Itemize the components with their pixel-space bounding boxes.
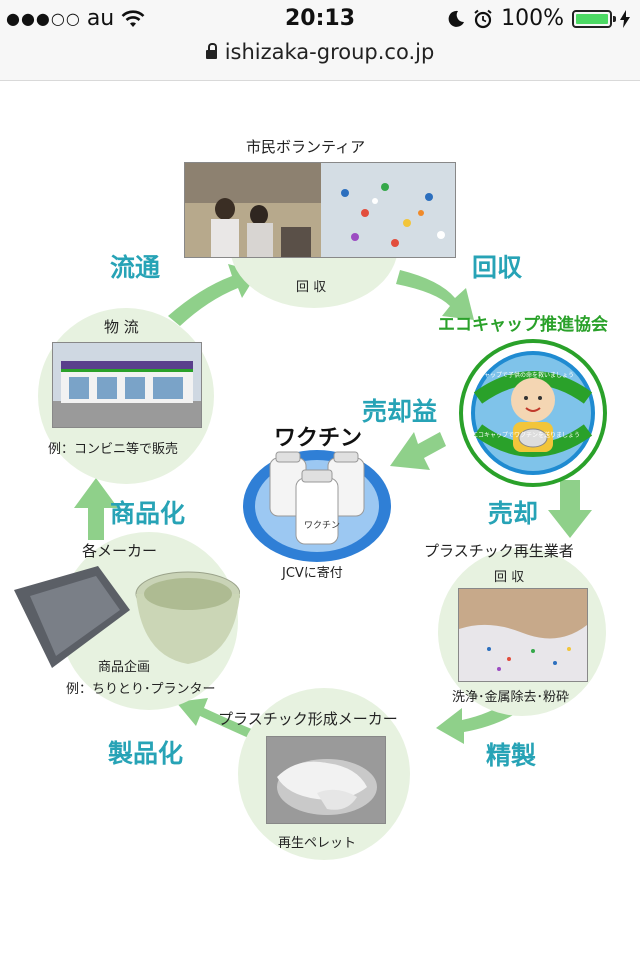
stage-seisei: 精製 bbox=[486, 741, 537, 770]
molder-photo bbox=[266, 736, 386, 824]
recycler-caption-top: 回 収 bbox=[494, 570, 525, 585]
wifi-icon bbox=[121, 9, 145, 27]
recycle-cycle-diagram: 回収 売却 精製 製品化 商品化 流通 売却益 市民ボランティア 回 収 エコキ… bbox=[0, 80, 640, 960]
alarm-icon bbox=[474, 9, 492, 28]
ecocap-logo-top-text: キャップで子供の命を救いましょう bbox=[478, 372, 575, 379]
recycler-title: プラスチック再生業者 bbox=[424, 542, 574, 560]
status-right: 100% bbox=[447, 6, 630, 31]
ecocap-logo-bottom-text: エコキャップでワクチンを送りましょう bbox=[472, 432, 581, 439]
arrow-baikyakueki bbox=[390, 432, 446, 470]
lock-icon bbox=[205, 43, 217, 59]
stage-shohinka: 商品化 bbox=[110, 499, 186, 528]
moon-icon bbox=[448, 10, 465, 27]
status-row: ●●●○○ au 20:13 100% bbox=[0, 6, 640, 36]
status-left: ●●●○○ au bbox=[6, 6, 146, 31]
logistics-photo bbox=[52, 342, 202, 428]
stage-seihinka: 製品化 bbox=[108, 739, 184, 768]
recycler-caption: 洗浄･金属除去･粉砕 bbox=[452, 690, 570, 705]
maker-example: 例：ちりとり･プランター bbox=[66, 682, 216, 697]
carrier-name: au bbox=[86, 6, 115, 31]
vaccine-caption: JCVに寄付 bbox=[282, 566, 343, 581]
status-bar: ●●●○○ au 20:13 100% ishi bbox=[0, 0, 640, 81]
vaccine-bottle-label: ワクチン bbox=[304, 521, 341, 531]
volunteer-caption: 回 収 bbox=[296, 280, 327, 295]
arrow-ryutsu bbox=[168, 264, 258, 326]
arrow-baikyaku bbox=[548, 480, 592, 538]
ecocap-logo bbox=[459, 339, 607, 487]
charging-bolt-icon bbox=[620, 9, 630, 28]
address-bar[interactable]: ishizaka-group.co.jp bbox=[0, 40, 640, 64]
vaccine-title: ワクチン bbox=[274, 426, 363, 451]
arrow-seihinka bbox=[176, 698, 268, 744]
stage-ryutsu: 流通 bbox=[110, 253, 161, 282]
arrow-kaishu bbox=[396, 270, 474, 320]
volunteer-photo bbox=[184, 162, 456, 258]
maker-caption: 商品企画 bbox=[98, 660, 151, 675]
logistics-example: 例：コンビニ等で販売 bbox=[48, 442, 179, 457]
signal-strength-icon: ●●●○○ bbox=[6, 9, 81, 28]
cycle-arrows bbox=[74, 264, 592, 744]
molder-title: プラスチック形成メーカー bbox=[218, 710, 398, 728]
ecocap-title: エコキャップ推進協会 bbox=[438, 315, 608, 335]
maker-products bbox=[14, 566, 240, 668]
recycler-photo bbox=[458, 588, 588, 682]
stage-baikyakueki: 売却益 bbox=[362, 397, 438, 426]
logistics-title: 物 流 bbox=[104, 318, 139, 336]
molder-caption: 再生ペレット bbox=[278, 836, 357, 851]
volunteer-title: 市民ボランティア bbox=[246, 138, 366, 156]
vaccine-bottles bbox=[243, 450, 391, 562]
battery-icon bbox=[572, 9, 616, 28]
url-text: ishizaka-group.co.jp bbox=[224, 40, 435, 64]
clock: 20:13 bbox=[284, 6, 356, 31]
stage-baikyaku: 売却 bbox=[488, 499, 539, 528]
battery-percent: 100% bbox=[501, 6, 564, 31]
arrow-shohinka bbox=[74, 478, 118, 540]
stage-kaishu: 回収 bbox=[472, 253, 523, 282]
maker-title: 各メーカー bbox=[82, 542, 158, 560]
